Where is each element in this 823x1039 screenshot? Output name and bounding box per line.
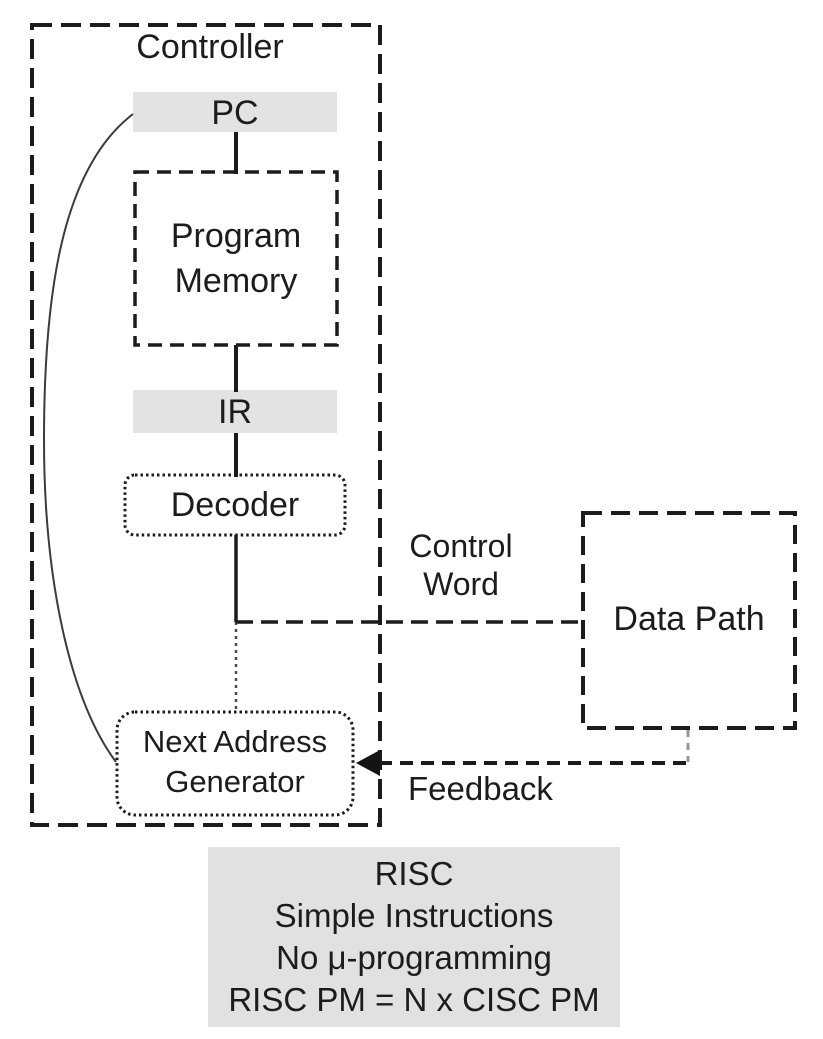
decoder-label: Decoder [170, 486, 300, 524]
risc-note-box: RISC Simple Instructions No μ-programmin… [208, 847, 620, 1027]
feedback-label: Feedback [408, 770, 553, 807]
feedback-arrowhead-icon [356, 750, 380, 776]
controller-label: Controller [136, 28, 284, 66]
controller-border [30, 23, 382, 827]
program-memory-label: Program Memory [170, 217, 302, 300]
next-address-generator-label: Next Address Generator [142, 724, 328, 799]
risc-note-line: RISC PM = N x CISC PM [228, 981, 600, 1018]
ir-label: IR [218, 393, 252, 431]
data-path-label: Data Path [613, 600, 765, 638]
risc-note-line: Simple Instructions [274, 897, 554, 934]
pc-register-box [133, 92, 337, 132]
control-word-label: Control Word [409, 528, 513, 602]
nag-to-pc-feedback-curve [42, 113, 134, 763]
data-path-border [581, 511, 797, 730]
pc-label: PC [211, 94, 259, 132]
risc-note-line: RISC [374, 855, 454, 892]
risc-note-line: No μ-programming [276, 939, 552, 976]
ir-register-box [133, 390, 337, 433]
next-address-generator-border [115, 710, 355, 817]
